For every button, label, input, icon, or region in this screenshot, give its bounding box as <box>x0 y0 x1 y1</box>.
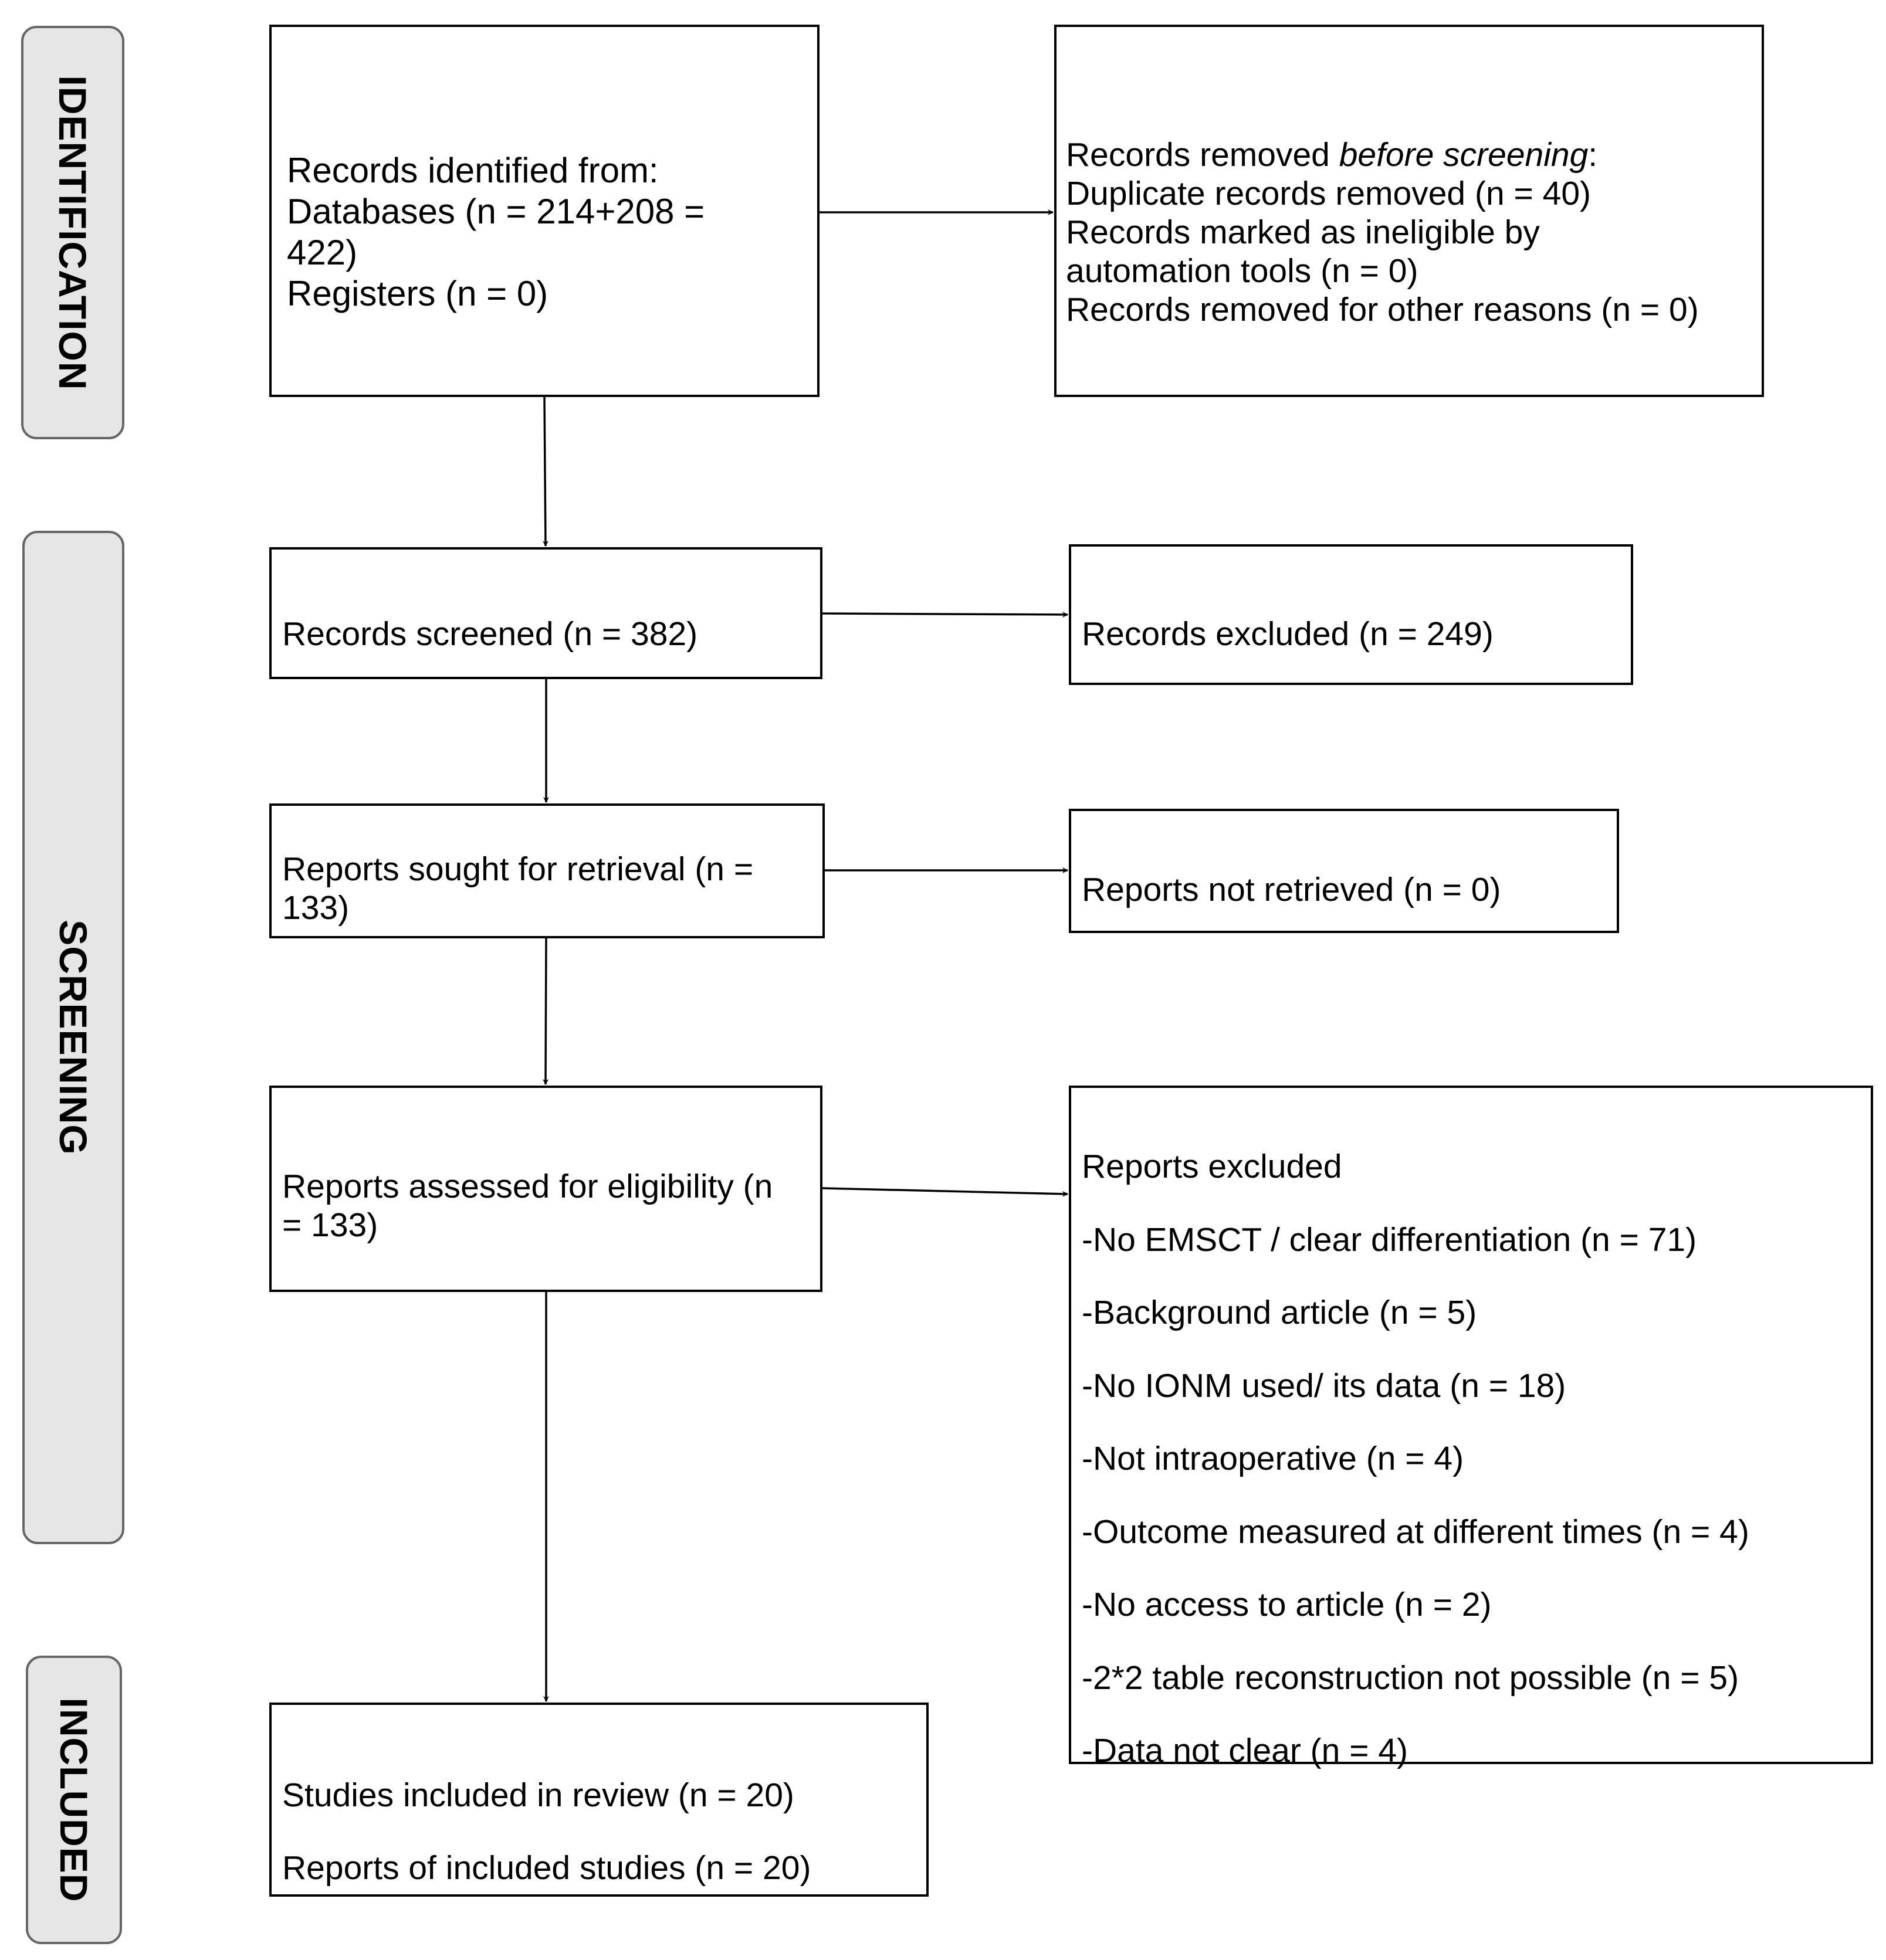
records-removed-box: Records removed before screening: Duplic… <box>1054 25 1764 397</box>
reports-included-text: Reports of included studies (n = 20) <box>282 1849 811 1887</box>
records-removed-title: Records removed before screening: <box>1066 136 1598 174</box>
exclusion-reason: -Outcome measured at different times (n … <box>1082 1513 1749 1551</box>
reports-not-retrieved-text: Reports not retrieved (n = 0) <box>1082 871 1501 908</box>
records-excluded-box: Records excluded (n = 249) <box>1069 544 1633 685</box>
exclusion-reason: -Not intraoperative (n = 4) <box>1082 1440 1464 1477</box>
phase-identification: IDENTIFICATION <box>21 26 124 439</box>
registers-count: Registers (n = 0) <box>287 274 548 313</box>
arrow-assessed-to-reports-excluded <box>822 1187 1068 1197</box>
exclusion-reason: -2*2 table reconstruction not possible (… <box>1082 1659 1739 1697</box>
reports-not-retrieved-box: Reports not retrieved (n = 0) <box>1069 809 1619 933</box>
reports-sought-box: Reports sought for retrieval (n = 133) <box>269 803 825 938</box>
arrow-identified-to-screened <box>542 396 548 547</box>
arrow-screened-to-excluded <box>822 611 1068 618</box>
studies-included-box: Studies included in review (n = 20) Repo… <box>269 1703 929 1897</box>
databases-count-cont: 422) <box>287 233 358 272</box>
reports-excluded-title: Reports excluded <box>1082 1148 1342 1185</box>
phase-screening: SCREENING <box>22 531 124 1544</box>
exclusion-reason: -No EMSCT / clear differentiation (n = 7… <box>1082 1220 1697 1259</box>
exclusion-reason: -Data not clear (n = 4) <box>1082 1732 1408 1769</box>
reports-excluded-box: Reports excluded -No EMSCT / clear diffe… <box>1069 1086 1873 1769</box>
records-excluded-text: Records excluded (n = 249) <box>1082 615 1494 653</box>
studies-included-text: Studies included in review (n = 20) <box>282 1776 794 1814</box>
reports-assessed-box: Reports assessed for eligibility (n = 13… <box>269 1086 822 1292</box>
phase-included: INCLUDED <box>26 1656 122 1944</box>
ineligible-automation-cont: automation tools (n = 0) <box>1066 252 1418 290</box>
exclusion-reason: -No IONM used/ its data (n = 18) <box>1082 1366 1566 1405</box>
records-identified-box: Records identified from: Databases (n = … <box>269 25 820 397</box>
removed-other-reasons: Records removed for other reasons (n = 0… <box>1066 291 1699 328</box>
records-identified-title: Records identified from: <box>287 151 659 190</box>
databases-count: Databases (n = 214+208 = <box>287 192 705 231</box>
ineligible-automation: Records marked as ineligible by <box>1066 213 1540 251</box>
exclusion-reason: -Background article (n = 5) <box>1082 1294 1477 1331</box>
reports-sought-text-cont: 133) <box>282 889 350 927</box>
duplicates-removed: Duplicate records removed (n = 40) <box>1066 175 1591 212</box>
reports-assessed-text: Reports assessed for eligibility (n <box>282 1168 773 1205</box>
records-screened-box: Records screened (n = 382) <box>269 547 822 679</box>
records-screened-text: Records screened (n = 382) <box>282 615 698 653</box>
reports-assessed-text-cont: = 133) <box>282 1206 378 1244</box>
reports-sought-text: Reports sought for retrieval (n = <box>282 850 754 888</box>
exclusion-reason: -No access to article (n = 2) <box>1082 1586 1492 1623</box>
